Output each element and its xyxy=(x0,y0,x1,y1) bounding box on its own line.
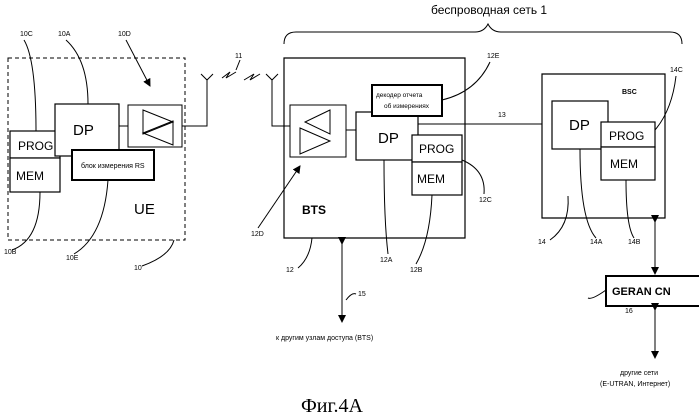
geran-other-line2: (E-UTRAN, Интернет) xyxy=(600,381,670,388)
geran-cn-label: GERAN CN xyxy=(612,286,671,298)
ref-12: 12 xyxy=(286,267,294,274)
bts-other-nodes-label: к другим узлам доступа (BTS) xyxy=(276,335,373,342)
ref-16: 16 xyxy=(625,308,633,315)
ue-mem-label: MEM xyxy=(16,169,44,183)
ref-12e: 12E xyxy=(487,53,500,60)
ref-14c: 14C xyxy=(670,67,683,74)
bts-decoder-block xyxy=(372,85,442,116)
ref-15: 15 xyxy=(358,291,366,298)
geran-other-line1: другие сети xyxy=(620,370,658,377)
ref-14b: 14B xyxy=(628,239,641,246)
bts-label: BTS xyxy=(302,203,326,217)
ue-rs-label: блок измерения RS xyxy=(81,162,145,170)
wireless-network-label: беспроводная сеть 1 xyxy=(431,3,547,17)
bts-decoder-line1: декодер отчета xyxy=(376,92,423,99)
bts-block: BTS DP декодер отчета об измерениях PROG… xyxy=(266,58,465,238)
ue-dp-label: DP xyxy=(73,122,94,139)
bsc-label: BSC xyxy=(622,89,637,96)
ref-12d: 12D xyxy=(251,231,264,238)
ref-12c: 12C xyxy=(479,197,492,204)
ref-10: 10 xyxy=(134,265,142,272)
ref-10e: 10E xyxy=(66,255,79,262)
ref-10a: 10A xyxy=(58,31,71,38)
wireless-link-icon xyxy=(222,72,260,80)
ref-12b: 12B xyxy=(410,267,423,274)
bts-dp-label: DP xyxy=(378,130,399,147)
ref-12a: 12A xyxy=(380,257,393,264)
bsc-dp-label: DP xyxy=(569,117,590,134)
bts-decoder-line2: об измерениях xyxy=(384,102,430,110)
ue-antenna-icon xyxy=(182,74,213,126)
bsc-mem-label: MEM xyxy=(610,157,638,171)
bts-mem-label: MEM xyxy=(417,172,445,186)
bsc-block: BSC DP PROG MEM xyxy=(542,74,665,218)
wireless-network-brace xyxy=(284,24,682,44)
ref-14a: 14A xyxy=(590,239,603,246)
ue-prog-label: PROG xyxy=(18,139,53,153)
ref-11: 11 xyxy=(235,53,242,60)
ref-10b: 10B xyxy=(4,249,17,256)
ref-13: 13 xyxy=(498,112,506,119)
ue-transceiver xyxy=(119,105,182,147)
ref-10c: 10C xyxy=(20,31,33,38)
ref-14: 14 xyxy=(538,239,546,246)
bsc-prog-label: PROG xyxy=(609,129,644,143)
bts-prog-label: PROG xyxy=(419,142,454,156)
ue-label: UE xyxy=(134,201,155,218)
figure-caption: Фиг.4А xyxy=(301,395,363,417)
ref-10d: 10D xyxy=(118,31,131,38)
